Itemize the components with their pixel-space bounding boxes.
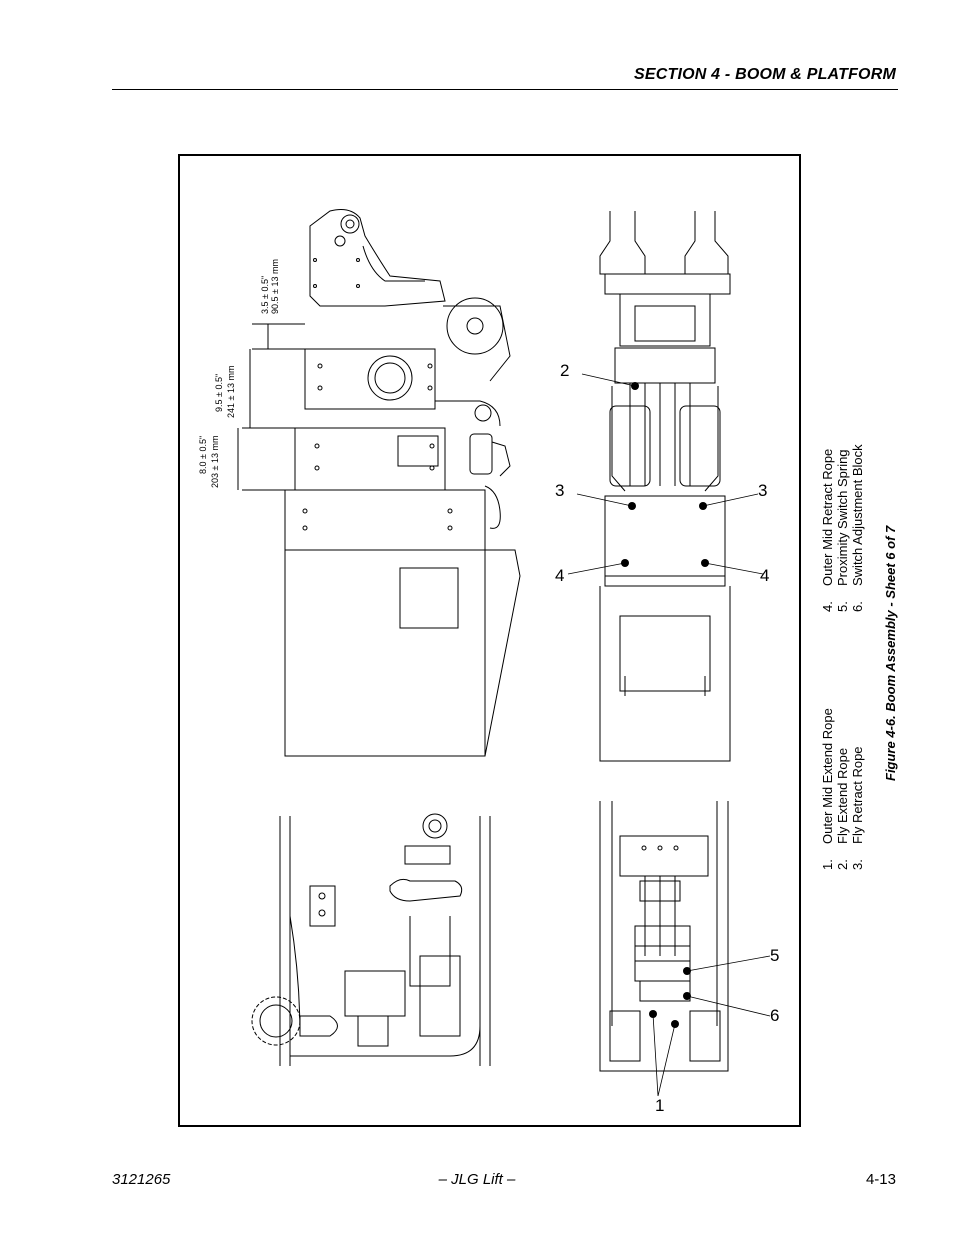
dimension-3-mm: 203 ± 13 mm <box>210 435 220 488</box>
callout-3-left: 3 <box>555 481 565 500</box>
callout-4-right: 4 <box>760 566 770 585</box>
legend-column-1: 1. Outer Mid Extend Rope 2. Fly Extend Rop… <box>820 670 865 870</box>
legend-label: Fly Retract Rope <box>850 746 865 844</box>
dimension-2-mm: 241 ± 13 mm <box>226 365 236 418</box>
legend-label: Switch Adjustment Block <box>850 444 865 586</box>
callout-2: 2 <box>560 361 570 380</box>
dimension-1-inches: 3.5 ± 0.5" <box>260 275 270 314</box>
figure-caption: Figure 4-6. Boom Assembly - Sheet 6 of 7 <box>883 525 898 781</box>
legend-item: 2. Fly Extend Rope <box>835 670 850 870</box>
dimension-2: 9.5 ± 0.5" <box>214 373 224 412</box>
legend-number: 1. <box>820 859 835 870</box>
callout-1: 1 <box>655 1096 665 1115</box>
callout-6: 6 <box>770 1006 780 1025</box>
legend-number: 2. <box>835 859 850 870</box>
legend-item: 5. Proximity Switch Spring <box>835 412 850 612</box>
legend-number: 4. <box>820 601 835 612</box>
callout-5: 5 <box>770 946 780 965</box>
legend-number: 5. <box>835 601 850 612</box>
figure-frame: 2 3 3 4 4 5 6 1 3.5 ± 0.5" 90.5 ± 13 mm … <box>178 154 801 1127</box>
dimension-1-mm: 90.5 ± 13 mm <box>270 259 280 314</box>
publisher: – JLG Lift – <box>438 1171 516 1188</box>
page-number: 4-13 <box>865 1171 896 1188</box>
legend-item: 6. Switch Adjustment Block <box>850 412 865 612</box>
legend-label: Proximity Switch Spring <box>835 449 850 586</box>
section-title: SECTION 4 - BOOM & PLATFORM <box>634 66 896 83</box>
dimension-3: 8.0 ± 0.5" <box>198 435 208 474</box>
header-rule <box>112 89 898 90</box>
callout-3-right: 3 <box>758 481 768 500</box>
boom-assembly-drawing <box>237 209 771 1097</box>
legend-number: 6. <box>850 601 865 612</box>
figure-legend: 1. Outer Mid Extend Rope 2. Fly Extend Rop… <box>820 410 872 870</box>
legend-label: Outer Mid Retract Rope <box>820 448 835 586</box>
callout-4-left: 4 <box>555 566 565 585</box>
legend-label: Outer Mid Extend Rope <box>820 708 835 844</box>
doc-number: 3121265 <box>112 1171 171 1188</box>
legend-item: 1. Outer Mid Extend Rope <box>820 670 835 870</box>
legend-item: 4. Outer Mid Retract Rope <box>820 412 835 612</box>
dimension-1: 3.5 ± 0.5" 90.5 ± 13 mm <box>260 259 280 314</box>
legend-number: 3. <box>850 859 865 870</box>
legend-column-2: 4. Outer Mid Retract Rope 5. Proximity Swi… <box>820 412 865 612</box>
legend-item: 3. Fly Retract Rope <box>850 670 865 870</box>
legend-label: Fly Extend Rope <box>835 747 850 844</box>
